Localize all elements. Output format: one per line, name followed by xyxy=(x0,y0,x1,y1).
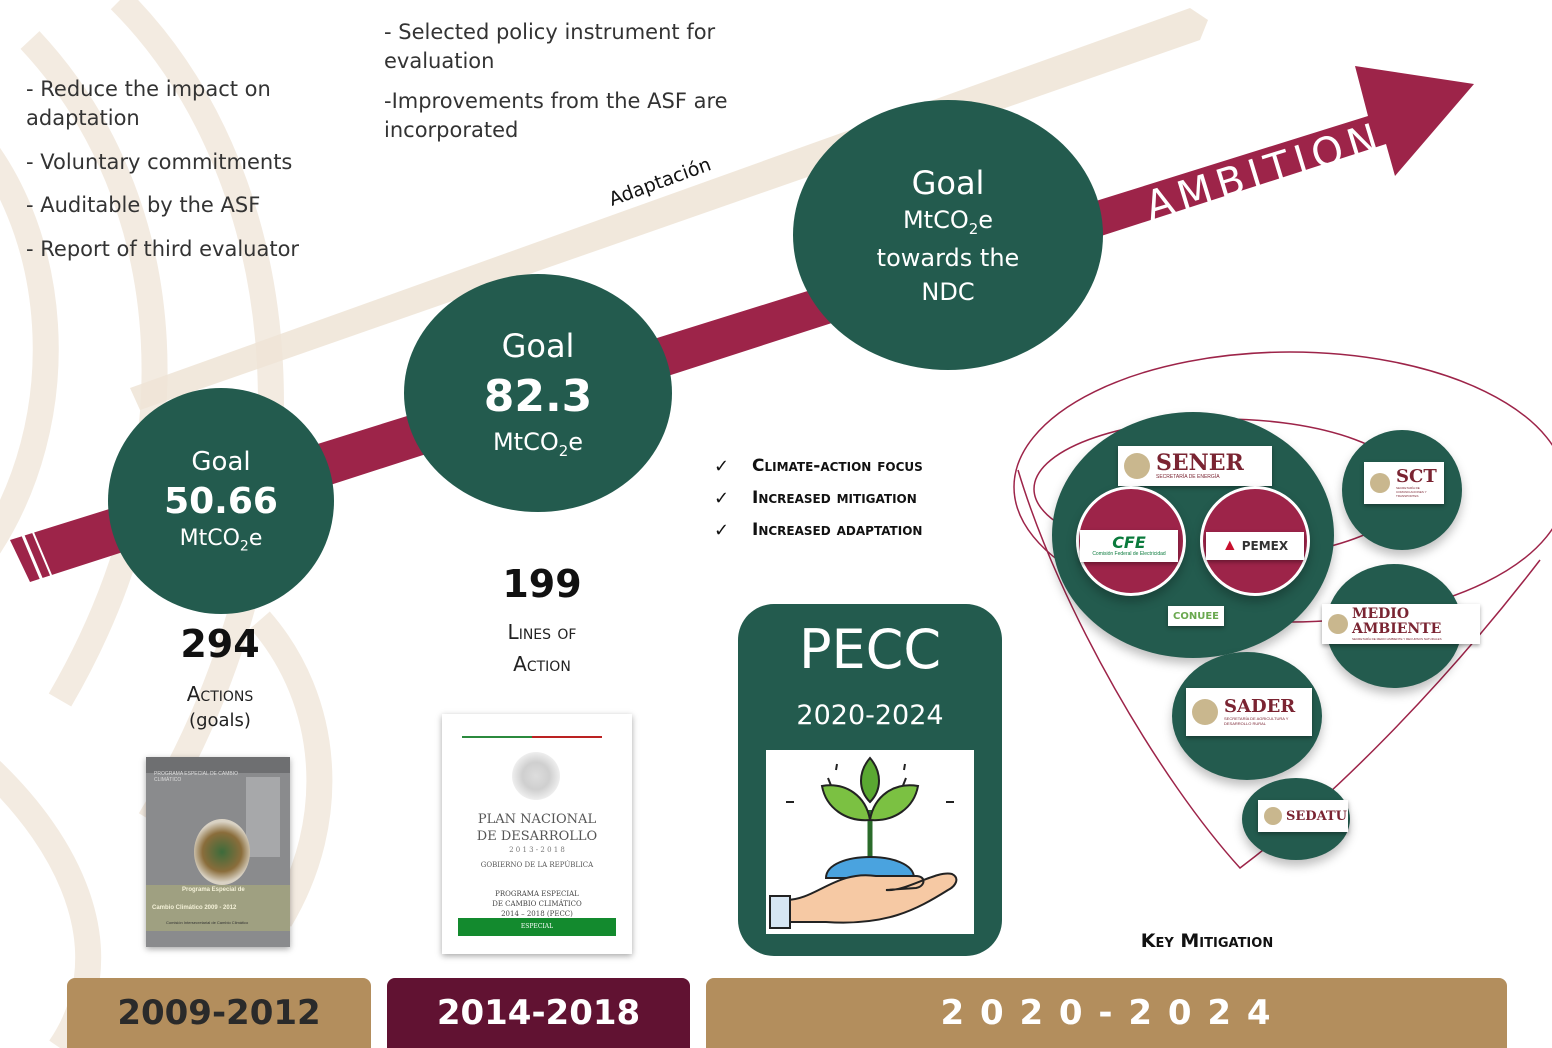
lines-count: 199 xyxy=(502,562,582,606)
goal-unit: MtCO2e xyxy=(492,427,584,460)
pecc-2014-cover: PLAN NACIONAL DE DESARROLLO 2 0 1 3 - 2 … xyxy=(442,714,632,954)
goal-line2: towards the xyxy=(876,243,1020,272)
goal-circle-2020: Goal MtCO2e towards the NDC xyxy=(793,100,1103,370)
doc-line2: Cambio Climático 2009 - 2012 xyxy=(152,905,237,911)
seal-icon xyxy=(1192,699,1218,725)
doc-plan-2: DE DESARROLLO xyxy=(476,829,598,844)
seal-icon xyxy=(1328,614,1348,634)
pemex-logo: ▲ PEMEX xyxy=(1206,532,1304,560)
goal-unit: MtCO2e xyxy=(179,526,263,555)
period-band-2020: 2 0 2 0 - 2 0 2 4 xyxy=(706,978,1507,1048)
sader-logo: SADER SECRETARÍA DE AGRICULTURA Y DESARR… xyxy=(1186,688,1312,736)
doc-prog-2: DE CAMBIO CLIMÁTICO xyxy=(492,900,582,908)
lines-label-2: Action xyxy=(513,652,571,676)
focus-item: ✓Increased adaptation xyxy=(714,519,923,541)
plant-in-hand-image xyxy=(766,750,974,934)
focus-list: ✓Climate-action focus ✓Increased mitigat… xyxy=(714,450,923,546)
notes-top: - Selected policy instrument for evaluat… xyxy=(384,18,754,146)
period-band-2009: 2009-2012 xyxy=(67,978,371,1048)
actions-count: 294 xyxy=(180,622,260,666)
focus-item: ✓Climate-action focus xyxy=(714,455,923,477)
goal-value: 50.66 xyxy=(164,481,278,523)
actions-note: (goals) xyxy=(189,710,251,731)
goal-title: Goal xyxy=(911,164,985,203)
goal-title: Goal xyxy=(191,447,251,478)
medio-ambiente-logo: MEDIO AMBIENTE SECRETARÍA DE MEDIO AMBIE… xyxy=(1322,604,1480,644)
doc-plan-1: PLAN NACIONAL xyxy=(477,812,597,827)
pecc-years: 2020-2024 xyxy=(796,700,944,731)
conuee-logo: CONUEE xyxy=(1168,606,1224,626)
doc-line3: Comisión Intersecretarial de Cambio Clim… xyxy=(166,920,249,925)
goal-line3: NDC xyxy=(921,277,975,306)
circle-mask xyxy=(1010,368,1130,392)
doc-prog-1: PROGRAMA ESPECIAL xyxy=(495,890,579,898)
doc-prog-3: 2014 – 2018 (PECC) xyxy=(501,910,573,918)
note-item: - Voluntary commitments xyxy=(26,149,293,174)
note-item: -Improvements from the ASF are incorpora… xyxy=(384,88,728,143)
note-item: - Auditable by the ASF xyxy=(26,193,261,218)
notes-left: - Reduce the impact on adaptation - Volu… xyxy=(26,75,326,264)
doc-years: 2 0 1 3 - 2 0 1 8 xyxy=(509,846,565,854)
seal-icon xyxy=(1124,453,1150,479)
note-item: - Reduce the impact on adaptation xyxy=(26,77,271,131)
doc-header: PROGRAMA ESPECIAL DE CAMBIO CLIMÁTICO xyxy=(154,771,239,783)
doc-footer-bar xyxy=(458,918,616,936)
sct-logo: SCT SECRETARÍA DE COMUNICACIONES Y TRANS… xyxy=(1364,462,1444,504)
doc-line1: Programa Especial de xyxy=(182,887,245,893)
sedatu-logo: SEDATU xyxy=(1258,800,1348,832)
period-band-2014: 2014-2018 xyxy=(387,978,690,1048)
lines-label-1: Lines of xyxy=(507,620,577,644)
key-mitigation-label: Key Mitigation xyxy=(1140,930,1274,952)
seal-icon xyxy=(1370,473,1390,493)
goal-circle-2014: Goal 82.3 MtCO2e xyxy=(404,274,672,512)
note-item: - Selected policy instrument for evaluat… xyxy=(384,20,716,74)
seal-image xyxy=(512,752,560,800)
pecc-title: PECC xyxy=(798,618,942,681)
seal-icon xyxy=(1264,807,1282,825)
focus-item: ✓Increased mitigation xyxy=(714,487,917,509)
doc-footer: ESPECIAL xyxy=(520,923,554,930)
seal-image xyxy=(194,819,250,885)
note-item: - Report of third evaluator xyxy=(26,236,300,261)
doc-gov: GOBIERNO DE LA REPÚBLICA xyxy=(480,861,594,869)
goal-circle-2009: Goal 50.66 MtCO2e xyxy=(108,388,334,614)
pecc-2009-cover: PROGRAMA ESPECIAL DE CAMBIO CLIMÁTICO Pr… xyxy=(146,757,290,947)
pecc-card: PECC 2020-2024 xyxy=(738,604,1002,956)
goal-unit: MtCO2e xyxy=(902,206,994,238)
actions-label: Actions xyxy=(186,682,254,706)
pemex-icon: ▲ xyxy=(1221,537,1238,554)
goal-title: Goal xyxy=(501,326,575,365)
sener-logo: SENER SECRETARÍA DE ENERGÍA xyxy=(1118,446,1272,486)
goal-value: 82.3 xyxy=(483,370,593,422)
cfe-logo: CFE Comisión Federal de Electricidad xyxy=(1080,530,1178,562)
